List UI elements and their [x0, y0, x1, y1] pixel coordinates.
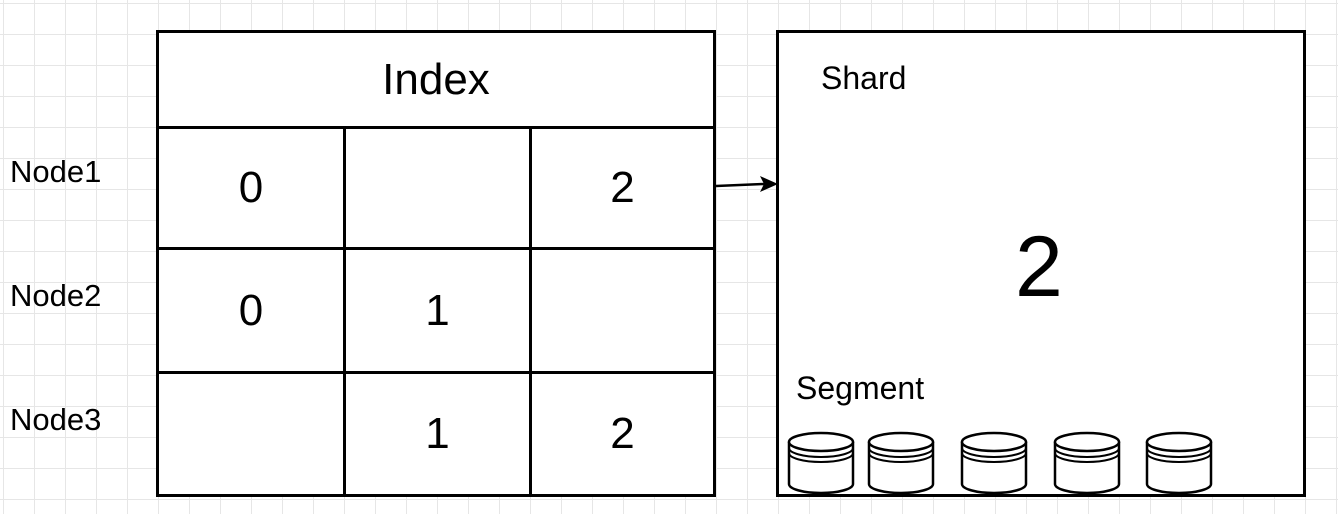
node1-shard-0-cell: 0 [238, 163, 264, 212]
segment-icon [867, 431, 935, 495]
segment-title: Segment [796, 370, 925, 406]
node3-shard-2-cell: 2 [610, 409, 635, 458]
segment-icon [960, 431, 1028, 495]
column-divider [529, 126, 532, 494]
segment-icon [1145, 431, 1213, 495]
node1-shard-2-cell: 2 [610, 163, 635, 212]
node1-label: Node1 [10, 154, 102, 189]
node2-shard-1-cell: 1 [425, 285, 450, 335]
column-divider [343, 126, 346, 494]
row-divider [159, 247, 713, 250]
node2-shard-0-cell: 0 [238, 285, 264, 335]
index-table: Index 0 2 0 1 1 2 [156, 30, 716, 497]
segment-icon [787, 431, 855, 495]
node3-shard-1-cell: 1 [425, 409, 450, 458]
node2-label: Node2 [10, 278, 102, 313]
segment-icon [1053, 431, 1121, 495]
shard-detail-arrow [715, 176, 778, 192]
row-divider [159, 371, 713, 374]
shard-detail-box [776, 30, 1306, 497]
node3-label: Node3 [10, 402, 102, 437]
shard-number: 2 [1015, 219, 1063, 315]
shard-title: Shard [821, 60, 907, 96]
index-title: Index [159, 33, 713, 129]
